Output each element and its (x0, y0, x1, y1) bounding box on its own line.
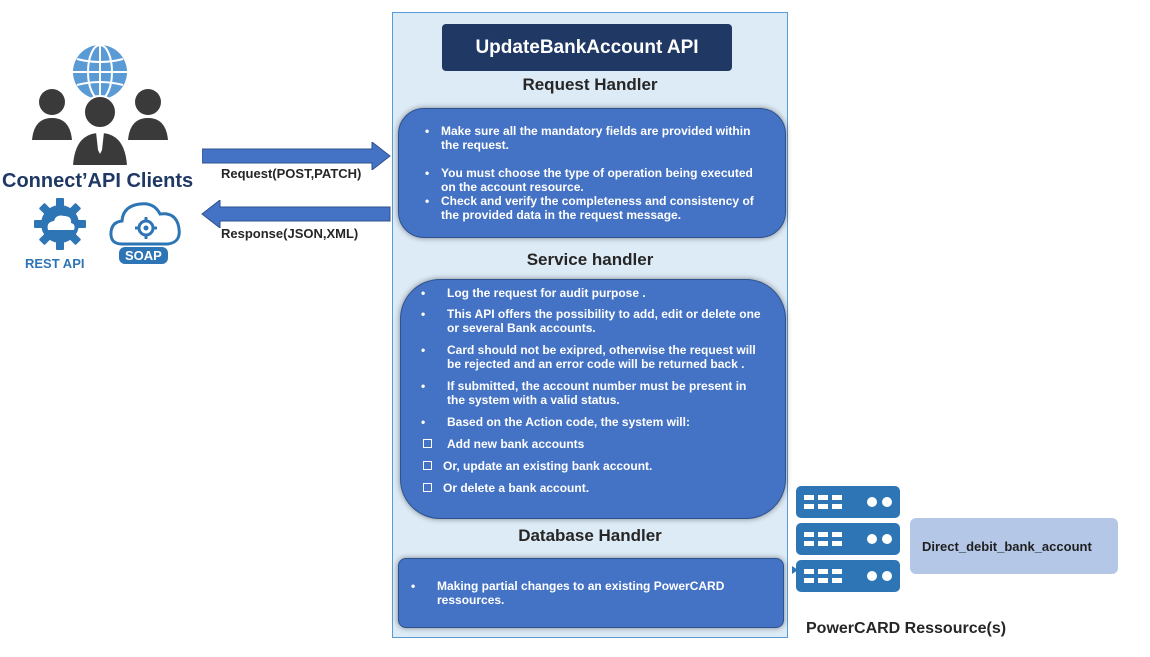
database-handler-title: Database Handler (518, 526, 662, 545)
list-item: •If submitted, the account number must b… (421, 379, 747, 407)
soap-label: SOAP (119, 247, 168, 264)
list-item: Add new bank accounts (417, 437, 765, 451)
list-item: •Make sure all the mandatory fields are … (425, 124, 751, 152)
list-item: •Making partial changes to an existing P… (411, 579, 725, 607)
soap-icon (108, 198, 184, 248)
request-handler-title: Request Handler (522, 75, 658, 94)
database-handler-box: •Making partial changes to an existing P… (398, 558, 784, 628)
list-item: •You must choose the type of operation b… (425, 166, 753, 194)
list-item: Or delete a bank account. (417, 481, 765, 495)
table-name-box: Direct_debit_bank_account (910, 518, 1118, 574)
service-handler-title: Service handler (526, 250, 654, 269)
list-item: •Log the request for audit purpose . (421, 286, 646, 300)
request-label: Request(POST,PATCH) (221, 166, 362, 181)
response-label: Response(JSON,XML) (221, 226, 359, 241)
request-arrow (201, 140, 392, 172)
rest-api-icon (30, 196, 90, 252)
clients-icon (30, 40, 170, 170)
server-stack-icon (792, 486, 902, 594)
list-item: •Based on the Action code, the system wi… (421, 415, 690, 429)
api-title: UpdateBankAccount API (442, 24, 732, 71)
resources-label: PowerCARD Ressource(s) (806, 620, 1007, 637)
request-handler-box: •Make sure all the mandatory fields are … (398, 108, 786, 238)
list-item: •Card should not be exipred, otherwise t… (421, 343, 756, 371)
list-item: Or, update an existing bank account. (417, 459, 765, 473)
service-handler-box: •Log the request for audit purpose . •Th… (400, 279, 786, 519)
rest-api-label: REST API (25, 256, 85, 271)
clients-title: Connect’API Clients (2, 170, 194, 192)
list-item: •Check and verify the completeness and c… (425, 194, 754, 222)
response-arrow (200, 198, 392, 230)
list-item: •This API offers the possibility to add,… (421, 307, 761, 335)
